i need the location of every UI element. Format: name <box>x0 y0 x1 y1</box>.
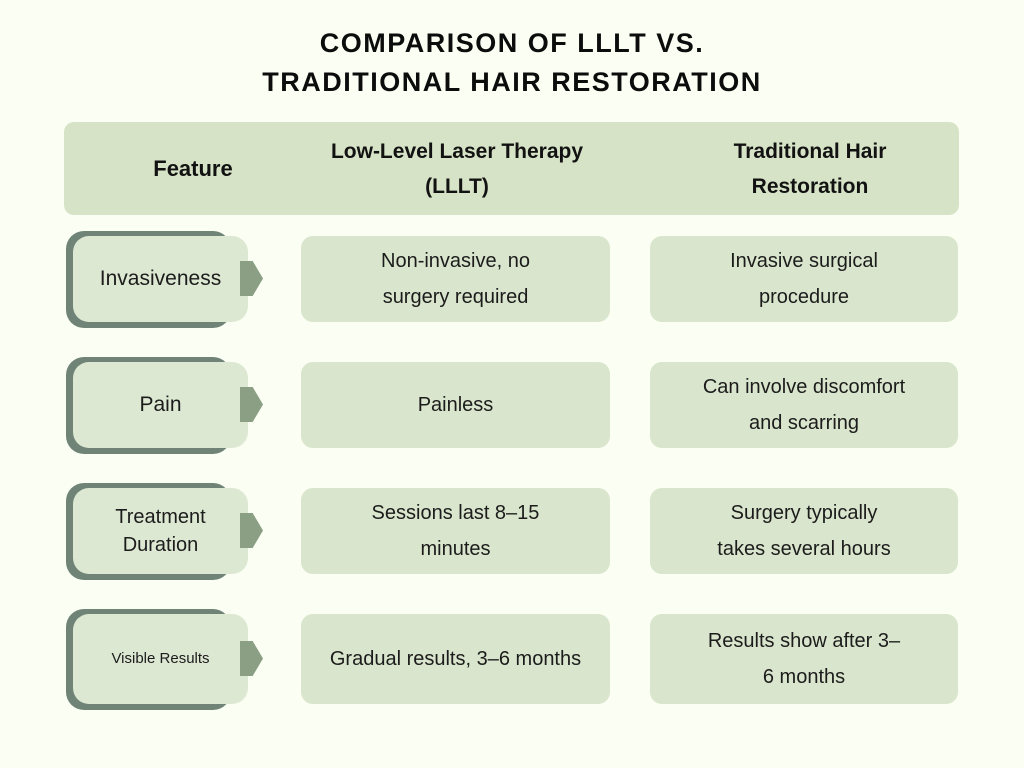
lllt-cell: Sessions last 8–15 minutes <box>301 488 610 574</box>
feature-tag: Visible Results <box>64 609 284 710</box>
feature-label: Invasiveness <box>73 236 248 322</box>
table-row: Treatment Duration Sessions last 8–15 mi… <box>0 483 1024 580</box>
lllt-cell: Non-invasive, no surgery required <box>301 236 610 322</box>
traditional-cell: Surgery typically takes several hours <box>650 488 958 574</box>
page-title: COMPARISON OF LLLT VS. TRADITIONAL HAIR … <box>262 28 762 97</box>
lllt-cell: Painless <box>301 362 610 448</box>
feature-tag: Invasiveness <box>64 231 284 328</box>
arrow-right-icon <box>240 261 263 296</box>
table-row: Pain Painless Can involve discomfort and… <box>0 357 1024 454</box>
feature-label: Visible Results <box>73 614 248 704</box>
traditional-cell: Results show after 3– 6 months <box>650 614 958 704</box>
header-cell-lllt: Low-Level Laser Therapy (LLLT) <box>330 139 584 198</box>
feature-tag: Pain <box>64 357 284 454</box>
traditional-cell: Can involve discomfort and scarring <box>650 362 958 448</box>
lllt-cell: Gradual results, 3–6 months <box>301 614 610 704</box>
arrow-right-icon <box>240 641 263 676</box>
header-cell-traditional: Traditional Hair Restoration <box>733 139 887 198</box>
traditional-cell: Invasive surgical procedure <box>650 236 958 322</box>
arrow-right-icon <box>240 513 263 548</box>
feature-tag: Treatment Duration <box>64 483 284 580</box>
table-header-row: Feature Low-Level Laser Therapy (LLLT) T… <box>64 122 959 215</box>
feature-label: Treatment Duration <box>73 488 248 574</box>
table-row: Visible Results Gradual results, 3–6 mon… <box>0 609 1024 710</box>
table-row: Invasiveness Non-invasive, no surgery re… <box>0 231 1024 328</box>
feature-label: Pain <box>73 362 248 448</box>
arrow-right-icon <box>240 387 263 422</box>
header-cell-feature: Feature <box>153 156 233 181</box>
